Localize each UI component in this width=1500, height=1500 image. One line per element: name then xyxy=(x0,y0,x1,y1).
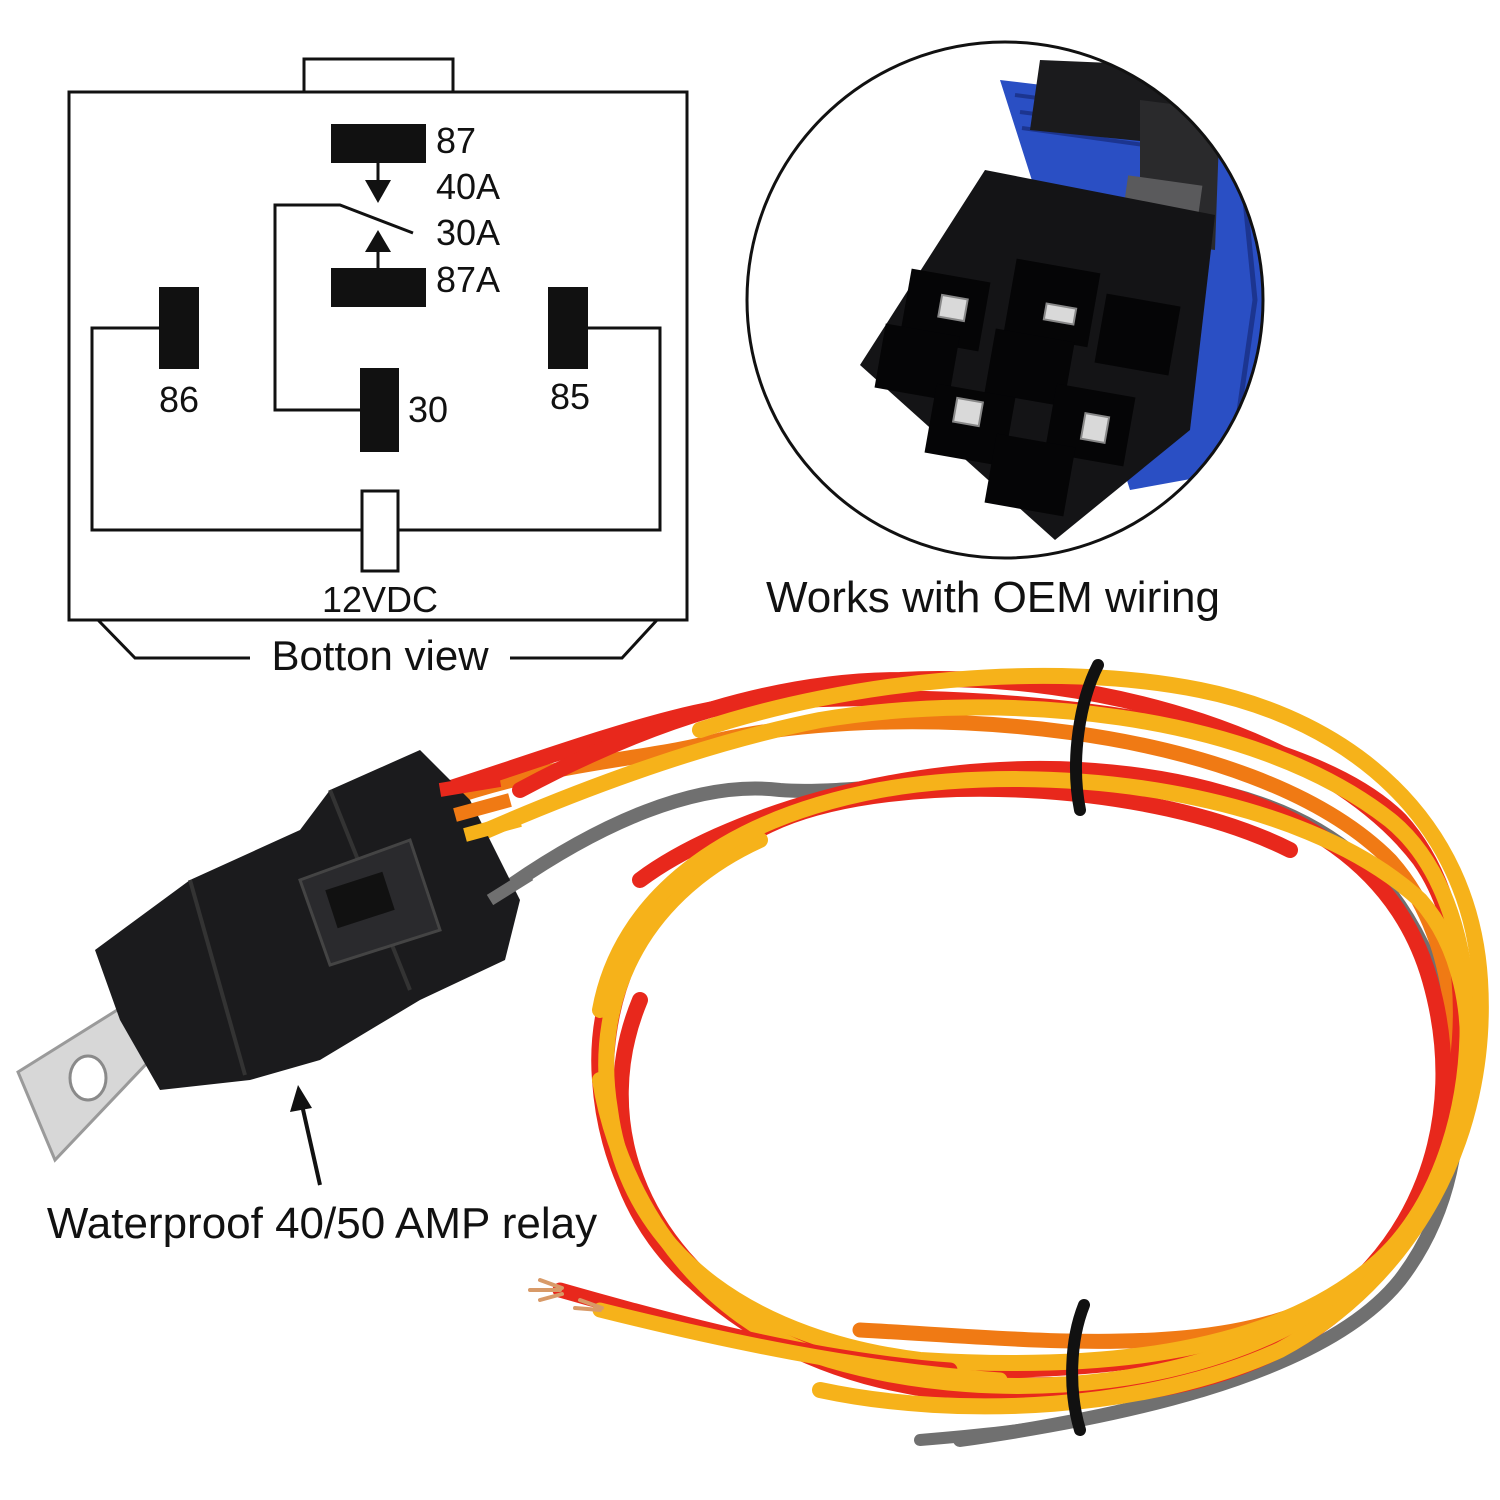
relay-base-flange xyxy=(96,618,250,660)
terminal-86 xyxy=(159,287,199,369)
terminals xyxy=(159,124,588,452)
pin-label-86: 86 xyxy=(159,379,199,420)
pinout-diagram xyxy=(67,57,689,660)
arrow-up-icon xyxy=(365,230,391,268)
terminal-contacts xyxy=(937,293,1111,445)
pin-label-85: 85 xyxy=(550,376,590,417)
terminal-87 xyxy=(331,124,426,163)
terminal-30 xyxy=(360,368,399,452)
terminal-87a xyxy=(331,268,426,307)
relay-top-tab xyxy=(302,57,455,94)
stripped-strands xyxy=(528,1278,564,1302)
coil-voltage-label: 12VDC xyxy=(322,579,438,620)
coil-circuit-line xyxy=(398,326,662,532)
cable-tie-icon xyxy=(1070,659,1104,816)
relay-callout: Waterproof 40/50 AMP relay xyxy=(47,1199,597,1248)
pointer-arrow-icon xyxy=(290,1085,322,1186)
terminal-85 xyxy=(548,287,588,369)
relay-base-flange xyxy=(510,618,659,660)
common-contact-line xyxy=(273,203,414,412)
connector-closeup xyxy=(745,40,1265,560)
stripped-strands xyxy=(573,1298,604,1312)
relay-housing xyxy=(95,750,520,1090)
rating-label-30a: 30A xyxy=(436,212,500,253)
wire-harness xyxy=(437,667,1489,1447)
oem-callout: Works with OEM wiring xyxy=(766,573,1220,622)
cable-tie-icon xyxy=(1066,1299,1090,1436)
wire-end-gray xyxy=(914,1414,1086,1446)
relay-photo xyxy=(16,750,534,1163)
coil-symbol xyxy=(360,489,400,573)
arrow-down-icon xyxy=(365,163,391,203)
wire-red-loop xyxy=(612,760,1452,1394)
rating-label-40a: 40A xyxy=(436,166,500,207)
bracket-hole xyxy=(68,1054,108,1102)
view-label: Botton view xyxy=(271,632,489,679)
pin-label-87: 87 xyxy=(436,120,476,161)
pin-label-87a: 87A xyxy=(436,259,500,300)
coil-circuit-line xyxy=(90,326,362,532)
wire-yellow-loop xyxy=(692,667,1489,1415)
wire-end-yellow xyxy=(592,1302,1008,1388)
pin-label-30: 30 xyxy=(408,389,448,430)
